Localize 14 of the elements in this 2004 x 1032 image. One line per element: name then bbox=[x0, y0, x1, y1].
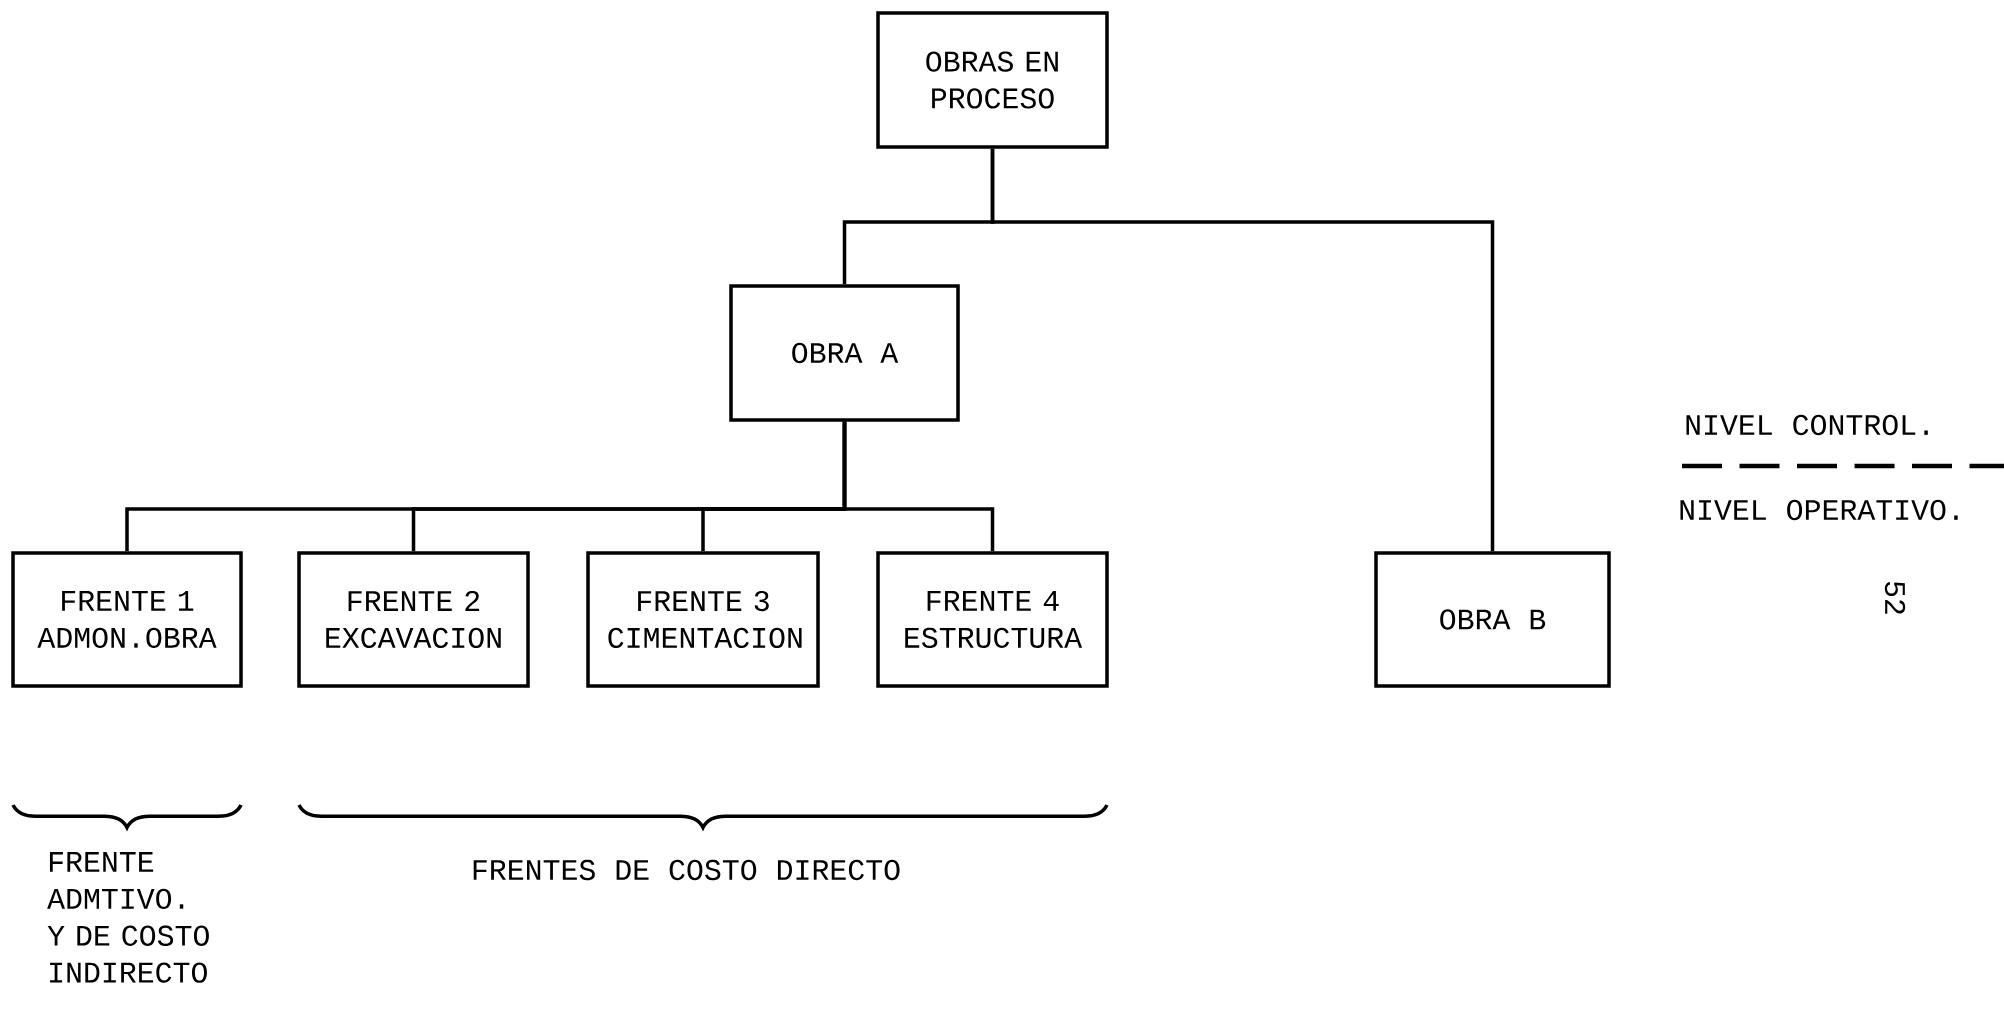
level-label: NIVEL CONTROL. bbox=[1686, 414, 1928, 436]
org-box: OBRAS EN PROCESO bbox=[876, 11, 1109, 149]
org-box: FRENTE 1 ADMON.OBRA bbox=[11, 551, 243, 688]
connector bbox=[990, 148, 1495, 552]
org-box: FRENTE 2 EXCAVACION bbox=[297, 551, 530, 688]
org-box: FRENTE 3 CIMENTACION bbox=[586, 551, 820, 688]
page-number: 52 bbox=[1884, 581, 1906, 614]
org-box: FRENTE 4 ESTRUCTURA bbox=[876, 551, 1109, 688]
org-box: OBRA A bbox=[729, 284, 960, 422]
brace-label: FRENTE ADMTIVO. Y DE COSTO INDIRECTO bbox=[47, 852, 209, 983]
level-label: NIVEL OPERATIVO. bbox=[1680, 499, 1958, 521]
connector bbox=[842, 421, 995, 552]
brace-label: FRENTES DE COSTO DIRECTO bbox=[473, 859, 900, 881]
org-box: OBRA B bbox=[1374, 551, 1611, 688]
